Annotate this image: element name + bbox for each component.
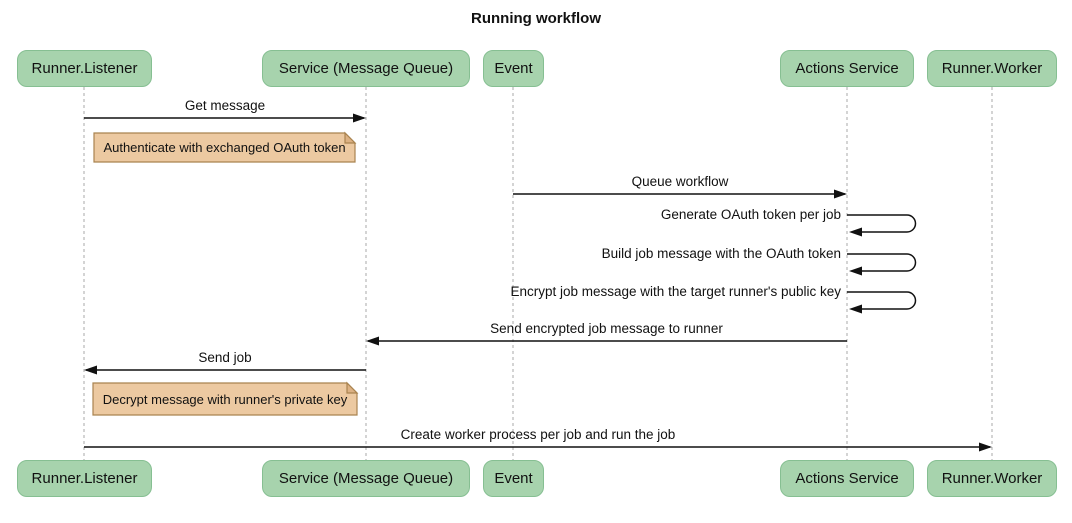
- actor-bottom-actions-service: Actions Service: [780, 460, 914, 497]
- diagram-title: Running workflow: [471, 10, 601, 27]
- arrowhead-build-job-message-with-the-oauth-token: [849, 266, 862, 276]
- message-label-build-job-message-with-the-oauth-token: Build job message with the OAuth token: [601, 246, 841, 261]
- message-label-send-encrypted-job-message-to-runner: Send encrypted job message to runner: [490, 321, 723, 336]
- note-fold-decrypt-message-with-runner-s-private-key: [346, 381, 359, 394]
- self-loop-generate-oauth-token-per-job: [847, 214, 917, 233]
- message-label-send-job: Send job: [198, 350, 252, 365]
- actor-top-actions-service: Actions Service: [780, 50, 914, 87]
- message-label-encrypt-job-message-with-the-target-runner-s-public-key: Encrypt job message with the target runn…: [510, 284, 842, 299]
- actor-bottom-event: Event: [483, 460, 544, 497]
- actor-top-event: Event: [483, 50, 544, 87]
- arrowhead-encrypt-job-message-with-the-target-runner-s-public-key: [849, 304, 862, 314]
- actor-top-runner-listener: Runner.Listener: [17, 50, 152, 87]
- actor-bottom-runner-worker: Runner.Worker: [927, 460, 1057, 497]
- message-label-get-message: Get message: [184, 98, 266, 113]
- arrowhead-generate-oauth-token-per-job: [849, 227, 862, 237]
- arrowhead-create-worker-process-per-job-and-run-the-job: [979, 442, 992, 452]
- message-label-generate-oauth-token-per-job: Generate OAuth token per job: [660, 207, 841, 222]
- actor-bottom-runner-listener: Runner.Listener: [17, 460, 152, 497]
- arrowhead-get-message: [353, 113, 366, 123]
- note-shape-authenticate-with-exchanged-oauth-token: [93, 132, 356, 163]
- actor-top-runner-worker: Runner.Worker: [927, 50, 1057, 87]
- arrowhead-send-encrypted-job-message-to-runner: [366, 336, 379, 346]
- message-label-queue-workflow: Queue workflow: [631, 174, 729, 189]
- note-shape-decrypt-message-with-runner-s-private-key: [92, 382, 358, 416]
- self-loop-encrypt-job-message-with-the-target-runner-s-public-key: [847, 291, 917, 310]
- note-decrypt-message-with-runner-s-private-key: Decrypt message with runner's private ke…: [102, 391, 348, 407]
- actor-bottom-service-message-queue: Service (Message Queue): [262, 460, 470, 497]
- note-fold-authenticate-with-exchanged-oauth-token: [344, 131, 357, 144]
- message-label-create-worker-process-per-job-and-run-the-job: Create worker process per job and run th…: [400, 427, 676, 442]
- self-loop-build-job-message-with-the-oauth-token: [847, 253, 917, 272]
- arrowhead-send-job: [84, 365, 97, 375]
- note-authenticate-with-exchanged-oauth-token: Authenticate with exchanged OAuth token: [103, 140, 346, 155]
- arrowhead-queue-workflow: [834, 189, 847, 199]
- actor-top-service-message-queue: Service (Message Queue): [262, 50, 470, 87]
